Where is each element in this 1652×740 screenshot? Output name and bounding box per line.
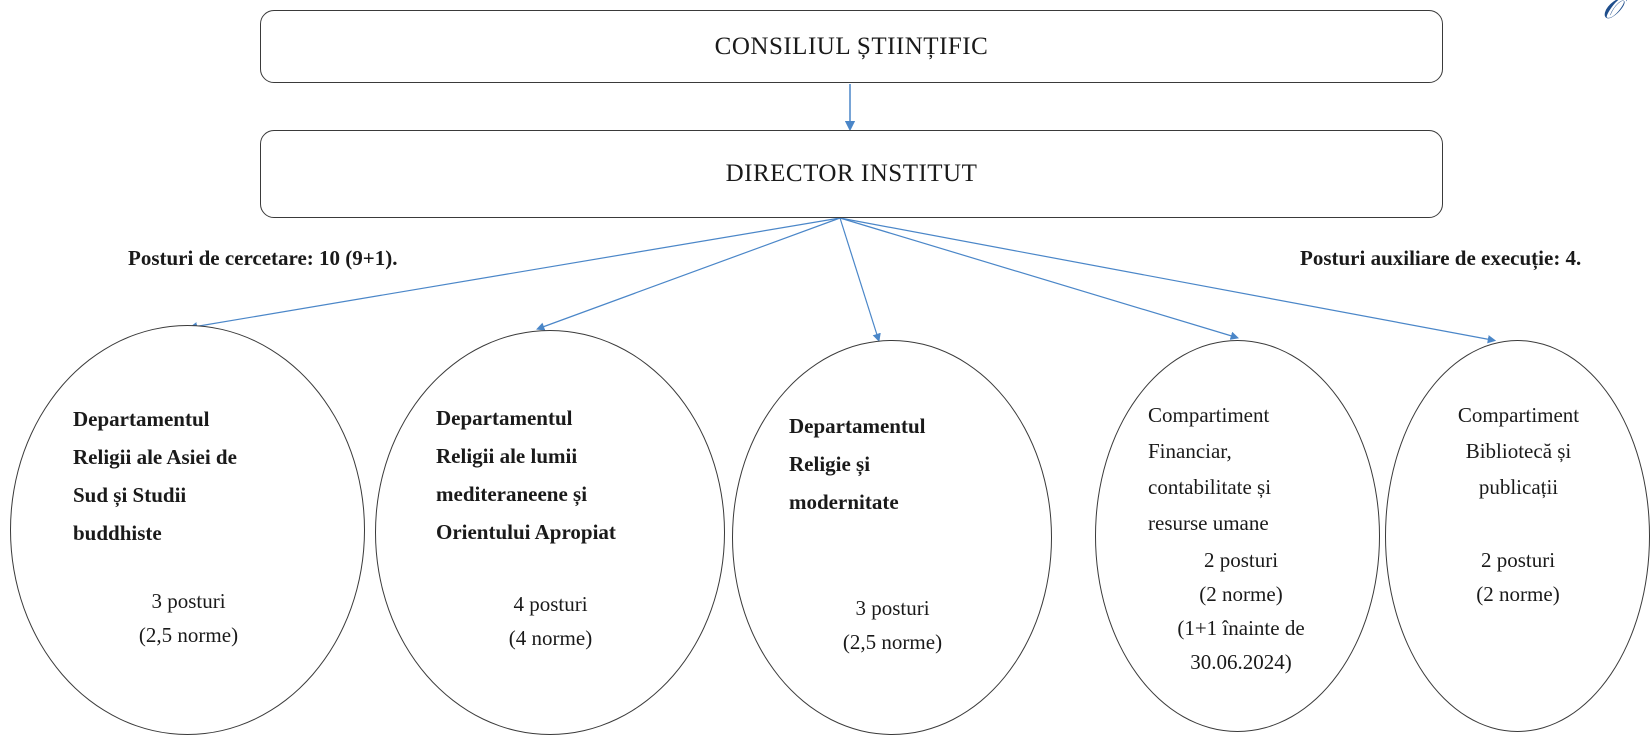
- unit-stats: 2 posturi (2 norme): [1476, 548, 1560, 606]
- unit-finance-hr-compartment: Compartiment Financiar, contabilitate și…: [1095, 340, 1380, 732]
- institute-logo-icon: 𝒪: [1602, 0, 1621, 26]
- unit-name: Departamentul Religii ale lumii meditera…: [436, 406, 616, 544]
- arrow-director-to-unit-2: [536, 217, 841, 331]
- arrow-director-to-unit-5: [839, 217, 1497, 344]
- unit-name: Departamentul Religie și modernitate: [789, 414, 926, 514]
- research-posts-label: Posturi de cercetare: 10 (9+1).: [128, 246, 398, 270]
- unit-stats: 4 posturi (4 norme): [508, 592, 593, 650]
- unit-name: Departamentul Religii ale Asiei de Sud ș…: [73, 407, 237, 545]
- unit-mediterranean-department: Departamentul Religii ale lumii meditera…: [375, 330, 725, 735]
- unit-name: Compartiment Bibliotecă și publicații: [1457, 403, 1580, 499]
- unit-stats: 2 posturi (2 norme) (1+1 înainte de 30.0…: [1177, 548, 1305, 674]
- unit-modernity-department: Departamentul Religie și modernitate 3 p…: [732, 340, 1052, 735]
- unit-name: Compartiment Financiar, contabilitate și…: [1148, 403, 1272, 535]
- unit-library-publications-compartment: Compartiment Bibliotecă și publicații 2 …: [1385, 340, 1650, 732]
- unit-stats: 3 posturi (2,5 norme): [842, 596, 943, 654]
- council-title: CONSILIUL ȘTIINȚIFIC: [714, 32, 989, 60]
- council-box: CONSILIUL ȘTIINȚIFIC: [260, 10, 1443, 83]
- director-box: DIRECTOR INSTITUT: [260, 130, 1443, 218]
- auxiliary-posts-label: Posturi auxiliare de execuție: 4.: [1300, 246, 1582, 270]
- arrow-director-to-unit-3: [839, 217, 881, 343]
- arrow-director-to-unit-1: [188, 217, 841, 331]
- unit-south-asia-department: Departamentul Religii ale Asiei de Sud ș…: [10, 325, 365, 735]
- director-title: DIRECTOR INSTITUT: [725, 160, 978, 187]
- unit-stats: 3 posturi (2,5 norme): [138, 589, 239, 647]
- arrow-director-to-unit-4: [839, 217, 1240, 340]
